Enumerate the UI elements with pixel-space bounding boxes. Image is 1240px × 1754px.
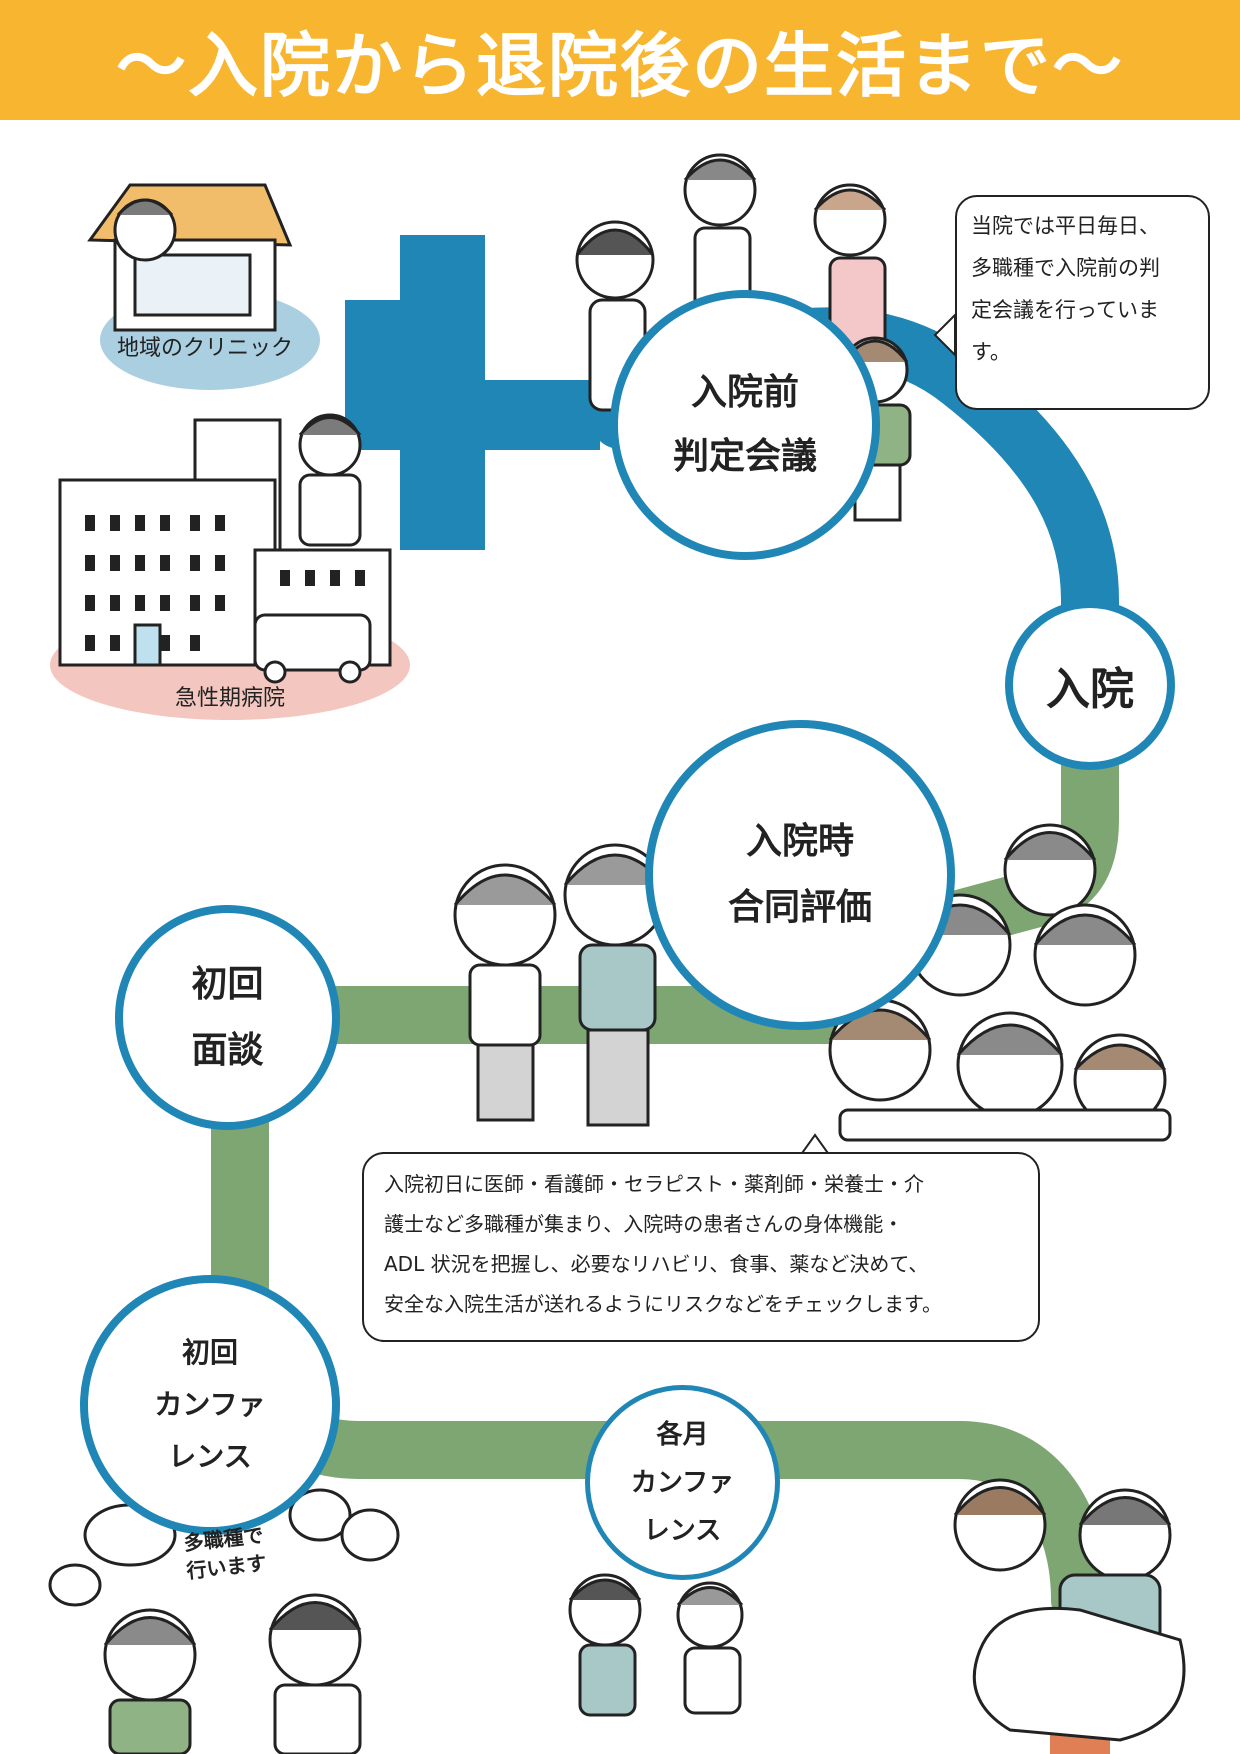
first-conference-line2: カンファ bbox=[154, 1388, 266, 1421]
first-conference-line3: レンス bbox=[168, 1440, 252, 1473]
pre-admission-meeting-node: 入院前 判定会議 bbox=[610, 290, 880, 560]
joint-eval-note-line4: 安全な入院生活が送れるようにリスクなどをチェックします。 bbox=[384, 1292, 942, 1316]
pre-admission-line1: 入院前 bbox=[690, 372, 799, 413]
pre-admission-note-bubble: 当院では平日毎日、 多職種で入院前の判 定会議を行っていま す。 bbox=[955, 195, 1210, 410]
joint-eval-note-line1: 入院初日に医師・看護師・セラピスト・薬剤師・栄養士・介 bbox=[384, 1172, 924, 1196]
first-interview-line2: 面談 bbox=[191, 1029, 264, 1071]
title-banner: 〜入院から退院後の生活まで〜 bbox=[0, 0, 1240, 120]
walking-staff-illustration bbox=[568, 1573, 744, 1717]
joint-evaluation-note-bubble: 入院初日に医師・看護師・セラピスト・薬剤師・栄養士・介 護士など多職種が集まり、… bbox=[362, 1152, 1040, 1342]
handwritten-note: 多職種で 行います bbox=[182, 1521, 268, 1585]
joint-eval-line1: 入院時 bbox=[745, 821, 854, 862]
joint-eval-note-line3: ADL 状況を把握し、必要なリハビリ、食事、薬など決めて、 bbox=[384, 1252, 929, 1276]
monthly-conference-node: 各月 カンファ レンス bbox=[585, 1385, 780, 1580]
joint-eval-line2: 合同評価 bbox=[727, 887, 872, 928]
pre-admission-line2: 判定会議 bbox=[672, 436, 817, 477]
monthly-conference-line2: カンファ bbox=[630, 1467, 735, 1498]
pre-admission-note-line4: す。 bbox=[971, 340, 1011, 364]
first-interview-line1: 初回 bbox=[191, 963, 264, 1005]
patient-therapist-illustration bbox=[453, 843, 667, 1127]
pre-admission-note-line2: 多職種で入院前の判 bbox=[971, 256, 1160, 280]
hospital-building-icon bbox=[58, 413, 392, 684]
first-conference-node: 初回 カンファ レンス bbox=[80, 1275, 340, 1535]
hospital-label: 急性期病院 bbox=[174, 686, 285, 711]
clinic-label: 地域のクリニック bbox=[116, 336, 293, 361]
pre-admission-note-line1: 当院では平日毎日、 bbox=[971, 214, 1160, 238]
monthly-conference-line3: レンス bbox=[643, 1515, 722, 1546]
admission-label: 入院 bbox=[1046, 664, 1134, 715]
monthly-conference-line1: 各月 bbox=[656, 1419, 709, 1450]
clinic-house-icon bbox=[87, 183, 293, 332]
joint-eval-note-line2: 護士など多職種が集まり、入院時の患者さんの身体機能・ bbox=[384, 1212, 904, 1236]
joint-evaluation-node: 入院時 合同評価 bbox=[645, 720, 955, 1030]
first-conference-line1: 初回 bbox=[181, 1336, 238, 1369]
first-interview-node: 初回 面談 bbox=[115, 905, 340, 1130]
admission-node: 入院 bbox=[1005, 600, 1175, 770]
staff-team-illustration bbox=[828, 823, 1172, 1142]
pre-admission-note-line3: 定会議を行っていま bbox=[971, 298, 1159, 322]
page-title: 〜入院から退院後の生活まで〜 bbox=[116, 24, 1124, 107]
blue-entry-shape bbox=[345, 235, 600, 550]
bedside-care-illustration bbox=[953, 1478, 1186, 1742]
